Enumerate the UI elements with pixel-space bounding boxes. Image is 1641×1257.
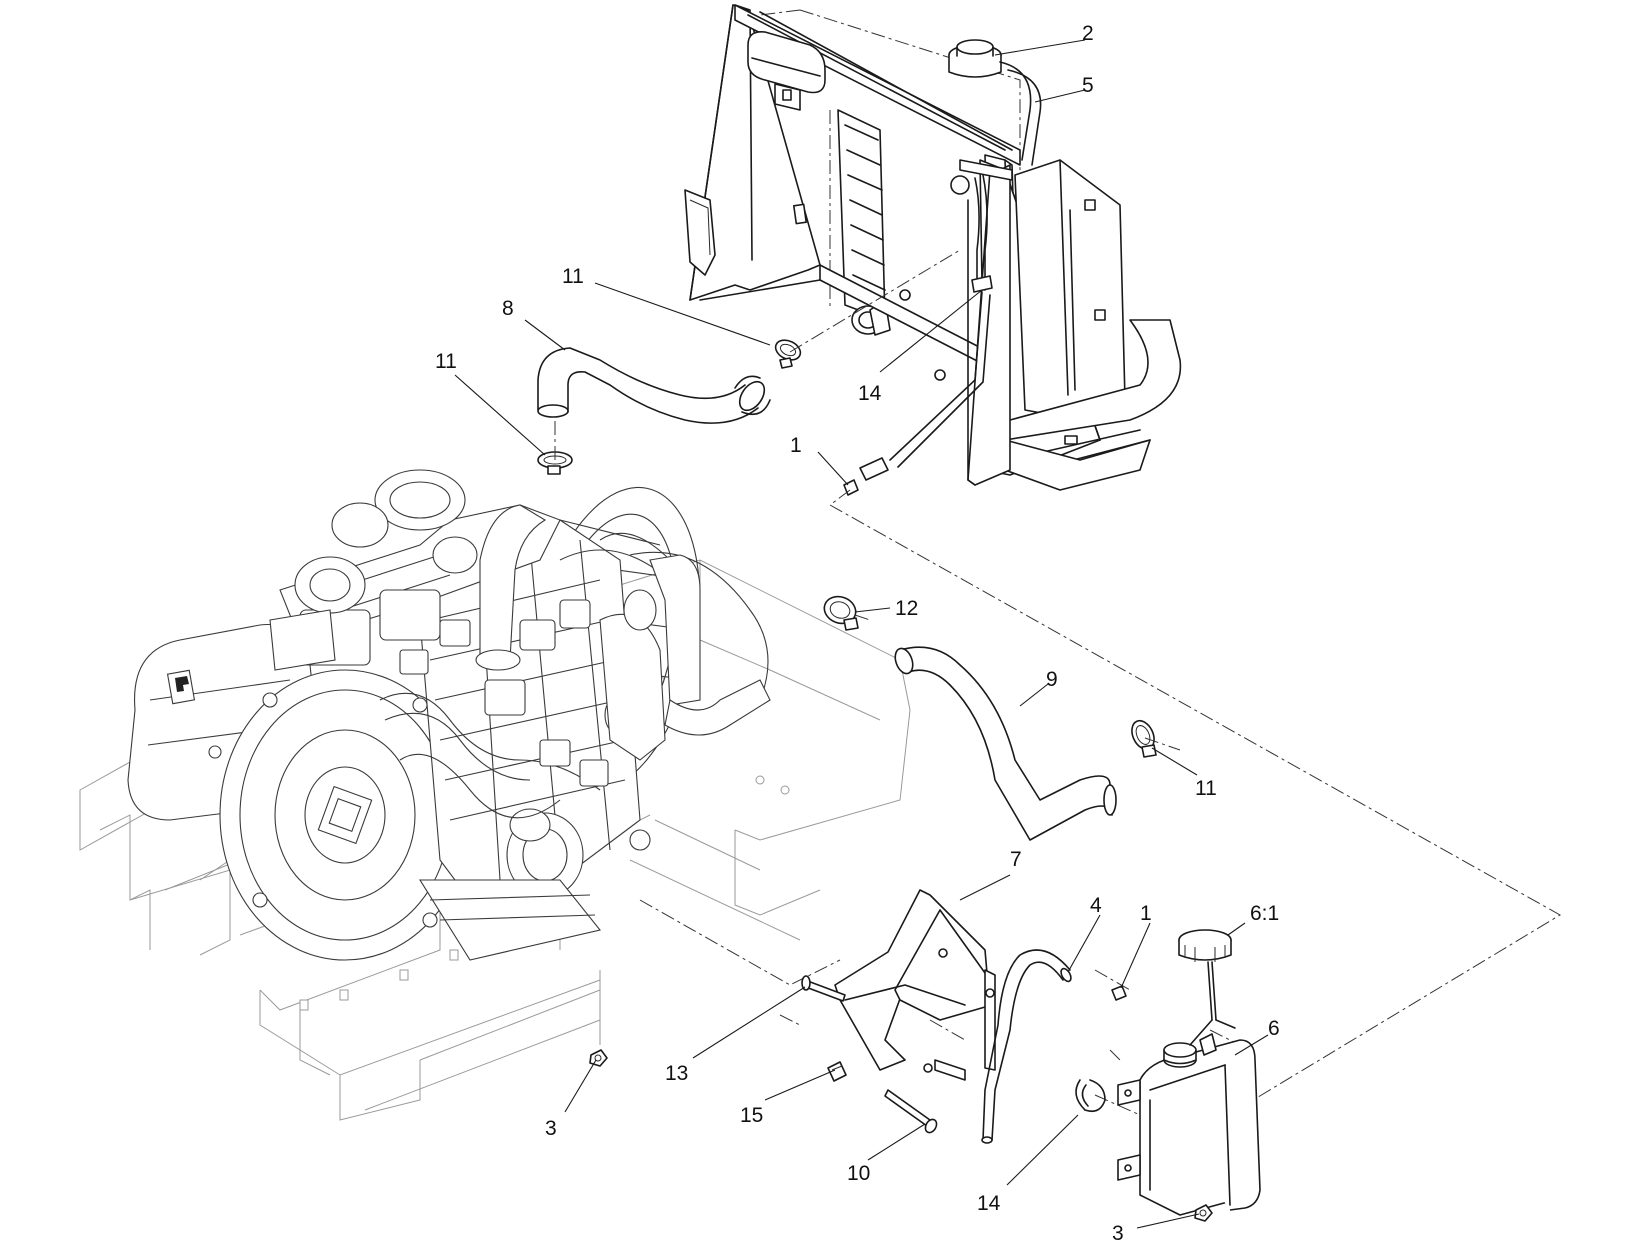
callout-8: 8	[502, 297, 514, 320]
callout-12: 12	[895, 597, 918, 620]
hose-clamp-right	[1131, 719, 1157, 758]
callout-1-lower: 1	[1140, 902, 1152, 925]
callout-1-upper: 1	[790, 434, 802, 457]
lower-radiator-hose	[894, 646, 1117, 841]
radiator-assembly	[684, 4, 1182, 496]
flange-nut-left	[589, 1049, 608, 1067]
callout-13: 13	[665, 1062, 688, 1085]
callout-9: 9	[1046, 668, 1058, 691]
callout-2: 2	[1082, 22, 1094, 45]
cable-tie-lower	[1075, 1079, 1106, 1113]
tank-bracket	[834, 889, 996, 1081]
callout-7: 7	[1010, 848, 1022, 871]
callout-10: 10	[847, 1162, 870, 1185]
callout-11-right: 11	[1195, 777, 1217, 800]
callout-6-1: 6:1	[1250, 902, 1279, 925]
engine-assembly	[127, 469, 771, 961]
leader-lines	[454, 39, 1269, 1229]
callout-3-right: 3	[1112, 1222, 1124, 1245]
hose-clamp-upper	[774, 339, 802, 369]
bolt	[801, 975, 846, 1002]
callout-3-left: 3	[545, 1117, 557, 1140]
callout-15: 15	[740, 1104, 763, 1127]
upper-radiator-hose	[537, 347, 771, 424]
callout-5: 5	[1082, 74, 1094, 97]
hose-clamp-large	[823, 595, 859, 631]
callout-11-left: 11	[435, 350, 457, 373]
callout-labels: 2 5 11 8 11 14 1 12 9 11 7 4 1 6:1 6 13 …	[435, 22, 1280, 1245]
callout-14-upper: 14	[858, 382, 882, 405]
callout-11-upper: 11	[562, 265, 584, 288]
callout-6: 6	[1268, 1017, 1280, 1040]
carriage-bolt	[884, 1089, 938, 1134]
clip-nut	[827, 1061, 847, 1082]
flange-nut-right	[1194, 1204, 1213, 1222]
tank-cap	[1178, 929, 1236, 1046]
coolant-tank	[1117, 1033, 1261, 1216]
callout-14-lower: 14	[977, 1192, 1001, 1215]
callout-4: 4	[1090, 894, 1102, 917]
hose-fitting-lower	[1111, 985, 1127, 1001]
